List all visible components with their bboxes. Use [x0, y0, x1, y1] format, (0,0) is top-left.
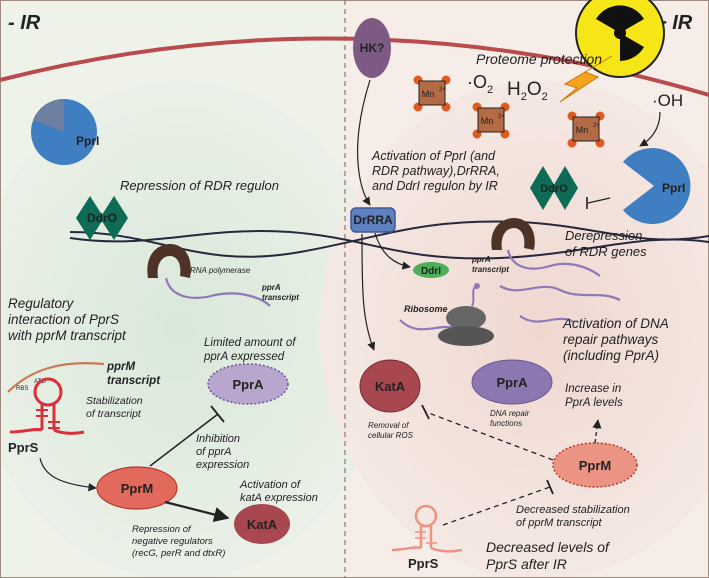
- stabilization-label: Stabilization of transcript: [86, 395, 146, 420]
- ddro-right: DdrO: [530, 166, 578, 210]
- ddri-label: DdrI: [421, 266, 441, 277]
- ppra-left: [207, 363, 289, 405]
- activation-kata-label: Activation of katA expression: [239, 479, 318, 504]
- pprm-right-label: PprM: [579, 458, 612, 473]
- ppri-inhibits-ddro-line: [587, 197, 611, 204]
- ppri-left: PprI: [31, 98, 99, 165]
- ddri-protein: [413, 262, 449, 278]
- ppra-transcript-left: [164, 277, 271, 307]
- kata-right-label: KatA: [375, 379, 406, 394]
- left-cell-glow: [0, 80, 390, 578]
- pprs-to-pprm-arrow: [39, 457, 97, 492]
- derepression-label: Derepression of RDR genes: [565, 228, 647, 259]
- pprs-right: [391, 504, 463, 553]
- pprm-transcript: [7, 362, 105, 393]
- decreased-levels-label: Decreased levels of PprS after IR: [486, 539, 613, 572]
- ppra-transcript-right-4: [519, 315, 575, 323]
- ppra-right-label: PprA: [496, 375, 528, 390]
- drrra-to-kata-arrow: [361, 233, 376, 351]
- ribosome-label: Ribosome: [404, 304, 448, 314]
- hk-to-drrra-arrow: [357, 79, 371, 206]
- kata-inhibit-bar: [421, 404, 430, 420]
- pprm-inhibit-bar: [210, 405, 225, 423]
- drrra-protein: [350, 207, 396, 233]
- ppra-left-label: PprA: [232, 377, 264, 392]
- removal-ros-label: Removal of cellular ROS: [368, 421, 414, 440]
- increase-ppra-label: Increase in PprA levels: [565, 383, 624, 409]
- activation-dna-label: Activation of DNA repair pathways (inclu…: [562, 316, 672, 363]
- ppra-transcript-left-label: pprA transcript: [261, 283, 299, 302]
- hk-label: HK?: [360, 41, 385, 55]
- lightning-icon: [559, 55, 613, 103]
- mn-complex-1: Mn 2+: [413, 75, 451, 112]
- superoxide-label: ·O2: [467, 72, 493, 96]
- kata-right: [359, 359, 421, 413]
- pprm-left-label: PprM: [121, 481, 154, 496]
- svg-text:2+: 2+: [593, 123, 600, 129]
- svg-text:DdrO: DdrO: [540, 183, 568, 195]
- rna-polymerase-right: [491, 218, 535, 250]
- dna-repair-label: DNA repair functions: [490, 409, 532, 428]
- rna-polymerase-left: [147, 244, 191, 278]
- kata-left: [234, 504, 290, 544]
- svg-text:2+: 2+: [498, 114, 505, 120]
- drrra-label: DrRRA: [353, 213, 393, 227]
- svg-text:DdrO: DdrO: [87, 211, 117, 225]
- mn-complex-2: Mn 2+: [472, 102, 510, 139]
- repression-rdr-label: Repression of RDR regulon: [120, 178, 279, 193]
- pprm-inhibits-ppra-line: [149, 413, 219, 467]
- svg-text:Mn: Mn: [481, 116, 494, 126]
- svg-text:Mn: Mn: [576, 125, 589, 135]
- pprs-left-label: PprS: [8, 440, 39, 455]
- limited-ppra-label: Limited amount of pprA expressed: [203, 337, 299, 363]
- svg-text:PprI: PprI: [76, 134, 99, 148]
- ddro-left: DdrO: [76, 196, 128, 240]
- decreased-stabilization-label: Decreased stabilization of pprM transcri…: [516, 504, 633, 529]
- hk-protein: [353, 18, 391, 78]
- ppri-right: PprI: [623, 147, 691, 224]
- pprm-left: [96, 466, 178, 510]
- ros-arrow: [639, 111, 661, 147]
- drrra-to-ddri-arrow: [374, 232, 411, 270]
- pprm-right-inhibit-bar: [546, 479, 554, 495]
- kata-left-label: KatA: [247, 517, 278, 532]
- inhibition-label: Inhibition of pprA expression: [196, 433, 249, 471]
- ppra-transcript-right-2: [499, 285, 621, 301]
- ppra-transcript-right-1: [506, 249, 601, 277]
- svg-text:Mn: Mn: [422, 89, 435, 99]
- regulatory-interaction-label: Regulatory interaction of PprS with pprM…: [8, 296, 127, 343]
- pprs-inhibits-pprm-line: [442, 486, 551, 526]
- pprm-to-kata-arrow: [164, 500, 230, 523]
- proteome-protection-label: Proteome protection: [476, 51, 602, 67]
- hydrogen-peroxide-label: H2O2: [507, 79, 548, 103]
- ribosome: [438, 283, 494, 346]
- ppra-right: [471, 359, 553, 405]
- mn-complex-3: Mn 2+: [567, 111, 605, 148]
- pprm-transcript-label: pprM transcript: [106, 361, 161, 387]
- repression-negative-label: Repression of negative regulators (recG,…: [132, 524, 225, 559]
- ppra-transcript-right-label: pprA transcript: [471, 255, 509, 274]
- rna-polymerase-label: RNA polymerase: [190, 266, 251, 275]
- hydroxyl-label: ·OH: [652, 91, 683, 110]
- pprm-inhibits-kata-line: [425, 411, 554, 461]
- radiation-icon: [575, 0, 665, 78]
- pprs-right-label: PprS: [408, 556, 439, 571]
- rbs-label: RBS: [16, 386, 28, 392]
- activation-ppri-label: Activation of PprI (and RDR pathway),DrR…: [371, 149, 503, 193]
- pprm-to-ppra-arrow: [592, 419, 602, 444]
- pprm-right: [552, 442, 638, 488]
- svg-text:PprI: PprI: [662, 181, 685, 195]
- svg-text:2+: 2+: [439, 87, 446, 93]
- pprs-left: [9, 377, 85, 435]
- left-panel-title: - IR: [8, 12, 41, 34]
